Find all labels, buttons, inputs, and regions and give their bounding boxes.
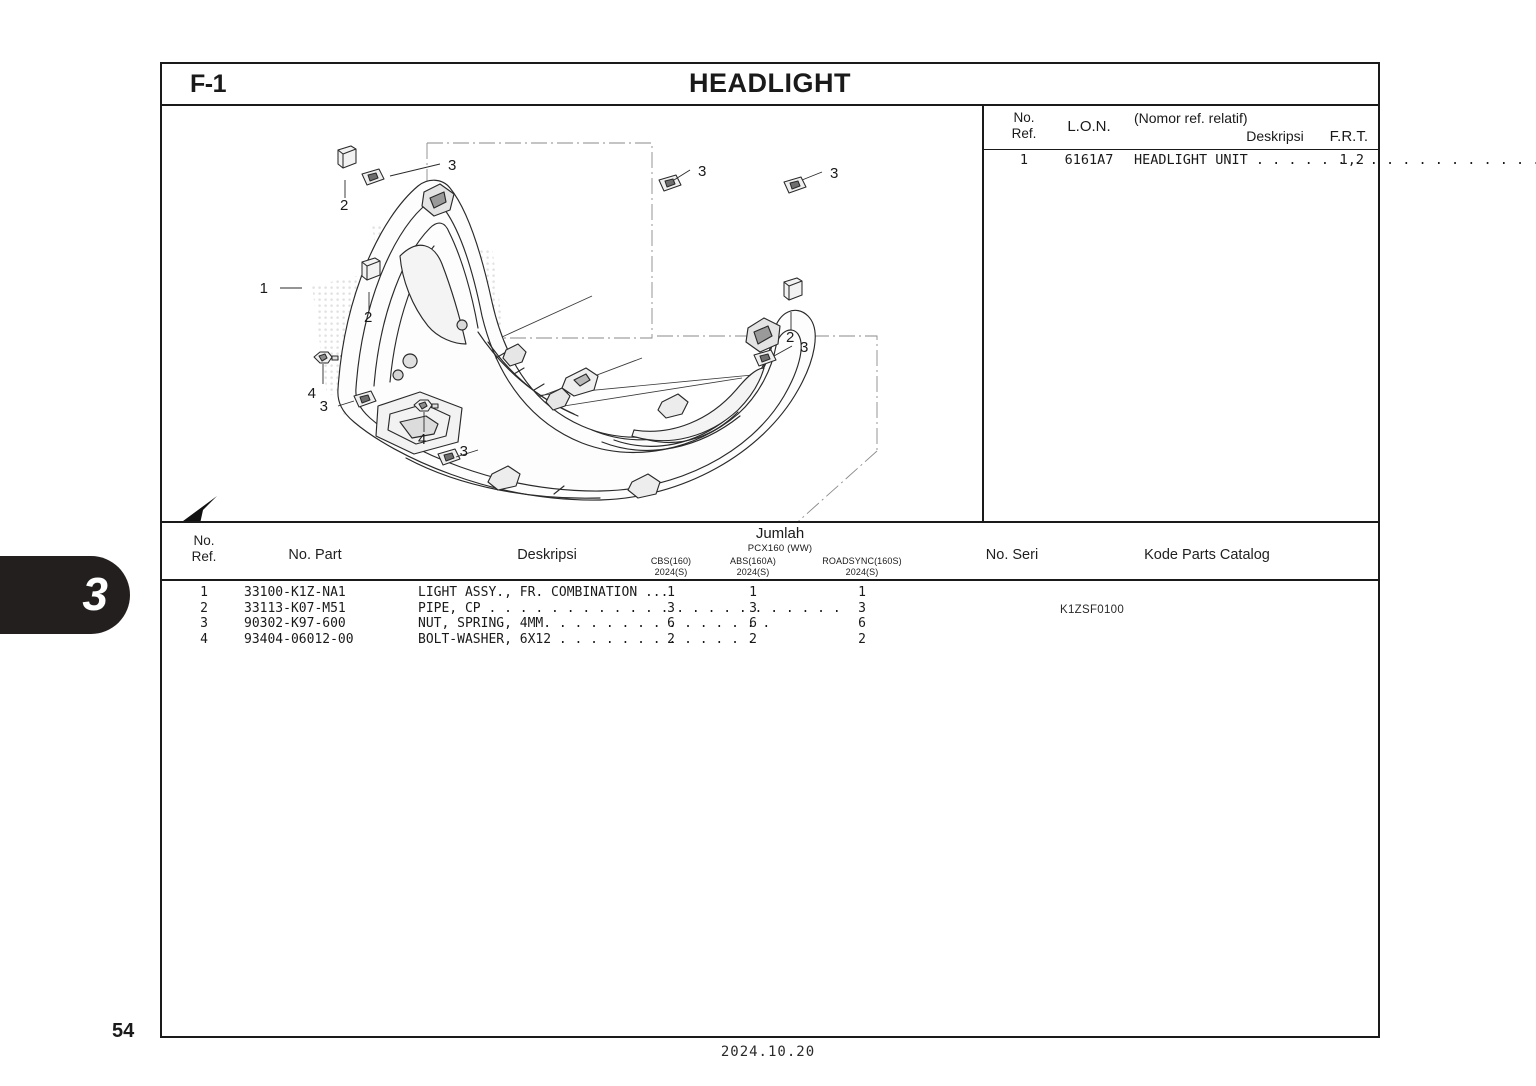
col-variant-cbs-year: 2024(S) xyxy=(654,567,688,577)
bolt-washer-part xyxy=(313,351,439,412)
row-qty-cbs: 6 xyxy=(667,616,675,631)
callout-lines xyxy=(280,163,823,458)
spring-nut-part xyxy=(353,168,807,466)
row-no-ref: 3 xyxy=(200,616,208,631)
reference-row[interactable]: 1 6161A7 HEADLIGHT UNIT . . . . . . . . … xyxy=(984,150,1536,174)
row-no-part: 93404-06012-00 xyxy=(244,631,354,647)
table-row[interactable]: 3 90302-K97-600 NUT, SPRING, 4MM. . . . … xyxy=(162,616,1378,632)
reference-row-frt: 1,2 xyxy=(1339,152,1364,168)
row-deskripsi: NUT, SPRING, 4MM. . . . . . . . . . . . … xyxy=(418,616,771,631)
col-deskripsi: Deskripsi xyxy=(517,547,577,563)
row-qty-roadsync: 1 xyxy=(858,585,866,600)
row-qty-roadsync: 3 xyxy=(858,600,866,616)
title-bar: F-1 HEADLIGHT xyxy=(162,64,1378,106)
callout-3-right: 3 xyxy=(800,339,808,356)
col-no-ref: No. Ref. xyxy=(998,110,1050,142)
parts-table-header: No. Ref. No. Part Deskripsi Jumlah PCX16… xyxy=(162,523,1378,581)
row-no-ref: 1 xyxy=(200,585,208,600)
headlight-assembly xyxy=(337,179,816,501)
table-row[interactable]: 1 33100-K1Z-NA1 LIGHT ASSY., FR. COMBINA… xyxy=(162,585,1378,601)
reference-table: No. Ref. L.O.N. (Nomor ref. relatif) Des… xyxy=(982,106,1536,521)
col-frt: F.R.T. xyxy=(1329,128,1368,145)
row-qty-abs: 2 xyxy=(749,631,757,647)
reference-row-lon: 6161A7 xyxy=(1064,152,1114,168)
page-frame: F-1 HEADLIGHT xyxy=(160,62,1536,1038)
row-no-ref: 4 xyxy=(200,631,208,647)
col-variant-roadsync: ROADSYNC(160S) 2024(S) xyxy=(794,556,930,578)
reference-table-header: No. Ref. L.O.N. (Nomor ref. relatif) Des… xyxy=(984,106,1378,150)
page-title: HEADLIGHT xyxy=(689,68,851,98)
col-variant-cbs-name: CBS(160) xyxy=(650,556,692,566)
col-parts-no-ref-line1: No. xyxy=(193,533,215,548)
reference-row-description: HEADLIGHT UNIT . . . . . . . . . . . . .… xyxy=(1134,152,1536,168)
row-deskripsi: PIPE, CP . . . . . . . . . . . . . . . .… xyxy=(418,600,841,616)
table-row[interactable]: 2 33113-K07-M51 PIPE, CP . . . . . . . .… xyxy=(162,601,1378,617)
callout-3-top: 3 xyxy=(448,157,456,174)
section-code: F-1 xyxy=(190,70,227,98)
col-desc-line1: (Nomor ref. relatif) xyxy=(1134,110,1248,126)
page-date: 2024.10.20 xyxy=(720,1044,816,1060)
callout-4-mid: 4 xyxy=(418,431,426,448)
row-qty-abs: 3 xyxy=(749,600,757,616)
section-tab: 3 xyxy=(0,556,130,634)
col-model-name: PCX160 (WW) xyxy=(747,543,813,554)
callout-3-upper-mid: 3 xyxy=(698,163,706,180)
col-variant-roadsync-name: ROADSYNC(160S) xyxy=(822,556,902,566)
illustration-pane: 3 3 3 3 3 3 2 2 2 4 4 1 xyxy=(162,106,982,521)
col-variant-cbs: CBS(160) 2024(S) xyxy=(630,556,712,578)
group-box-right xyxy=(657,335,878,521)
col-desc-line2: Deskripsi xyxy=(1246,128,1304,144)
col-description: (Nomor ref. relatif) Deskripsi xyxy=(1134,109,1382,145)
col-jumlah-title: Jumlah xyxy=(755,525,805,542)
col-lon: L.O.N. xyxy=(1067,118,1111,135)
reference-row-no: 1 xyxy=(1019,152,1029,168)
callout-1: 1 xyxy=(260,280,268,297)
col-kode-parts-catalog: Kode Parts Catalog xyxy=(1144,547,1270,563)
callout-3-lower-left: 3 xyxy=(320,398,328,415)
diagram-code: K1ZSF0100 xyxy=(1060,604,1125,616)
row-qty-abs: 1 xyxy=(749,585,757,600)
col-parts-no-ref-line2: Ref. xyxy=(191,549,217,564)
table-row[interactable]: 4 93404-06012-00 BOLT-WASHER, 6X12 . . .… xyxy=(162,632,1378,648)
col-parts-no-ref: No. Ref. xyxy=(178,533,230,565)
col-variant-abs-year: 2024(S) xyxy=(736,567,770,577)
callout-2-top: 2 xyxy=(340,197,348,214)
callout-2-right: 2 xyxy=(786,329,794,346)
headlight-exploded-diagram: 3 3 3 3 3 3 2 2 2 4 4 1 xyxy=(183,142,878,521)
section-tab-number: 3 xyxy=(82,567,108,620)
col-no-part: No. Part xyxy=(288,547,342,563)
front-direction-arrow xyxy=(183,496,217,521)
callout-2-mid: 2 xyxy=(364,309,372,326)
col-no-ref-line2: Ref. xyxy=(1011,126,1037,141)
row-qty-cbs: 2 xyxy=(667,631,675,647)
row-qty-cbs: 3 xyxy=(667,600,675,616)
callout-3-bottom: 3 xyxy=(460,443,468,460)
col-variant-abs-name: ABS(160A) xyxy=(730,556,776,566)
upper-region: 3 3 3 3 3 3 2 2 2 4 4 1 xyxy=(162,106,1536,616)
parts-table-body: 1 33100-K1Z-NA1 LIGHT ASSY., FR. COMBINA… xyxy=(162,585,1378,647)
page-number: 54 xyxy=(112,1020,135,1042)
col-jumlah-group: Jumlah PCX160 (WW) CBS(160) 2024(S) ABS(… xyxy=(630,525,930,580)
row-qty-roadsync: 6 xyxy=(858,616,866,631)
col-no-seri: No. Seri xyxy=(985,547,1039,563)
row-no-part: 90302-K97-600 xyxy=(244,616,346,631)
row-no-ref: 2 xyxy=(200,600,208,616)
callout-labels: 3 3 3 3 3 3 2 2 2 4 4 1 xyxy=(260,157,839,460)
parts-table: No. Ref. No. Part Deskripsi Jumlah PCX16… xyxy=(162,521,1378,1036)
pipe-cp-part xyxy=(337,145,803,301)
row-no-part: 33113-K07-M51 xyxy=(244,600,346,616)
row-qty-cbs: 1 xyxy=(667,585,675,600)
callout-4-left: 4 xyxy=(308,385,316,402)
col-variant-roadsync-year: 2024(S) xyxy=(845,567,879,577)
col-variant-abs: ABS(160A) 2024(S) xyxy=(712,556,794,578)
row-qty-roadsync: 2 xyxy=(858,631,866,647)
col-no-ref-line1: No. xyxy=(1013,110,1035,125)
row-no-part: 33100-K1Z-NA1 xyxy=(244,585,346,600)
row-deskripsi: LIGHT ASSY., FR. COMBINATION ... xyxy=(418,585,669,600)
row-qty-abs: 6 xyxy=(749,616,757,631)
callout-3-upper-right: 3 xyxy=(830,165,838,182)
row-deskripsi: BOLT-WASHER, 6X12 . . . . . . . . . . . … xyxy=(418,631,755,647)
